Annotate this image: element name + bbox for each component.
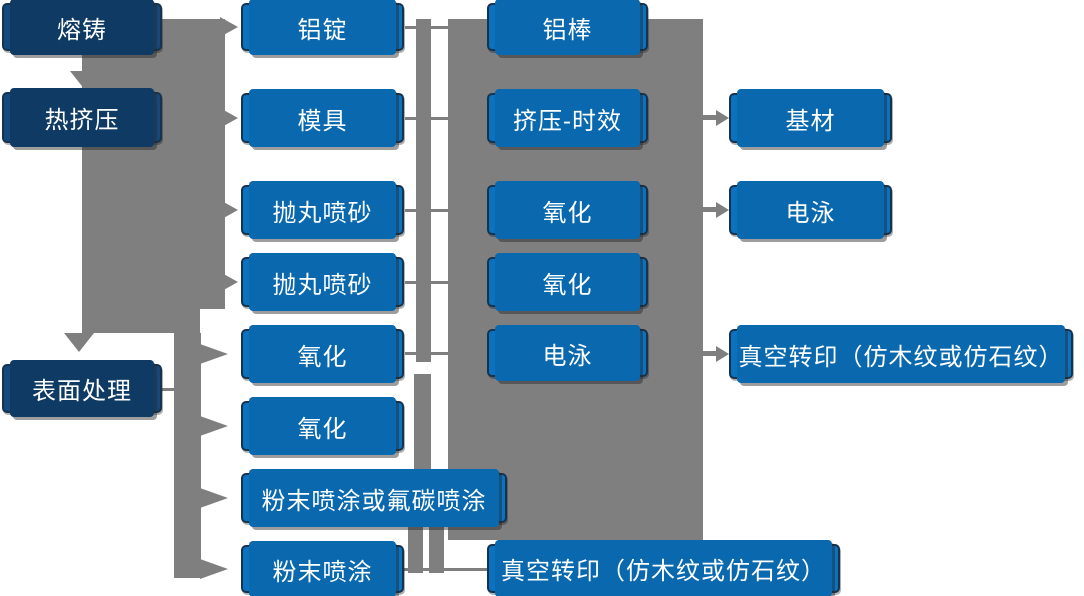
- tie-row-vacuum-transfer: [404, 568, 488, 571]
- connector-arrow-down-surface-treatment: [64, 333, 94, 352]
- connector-shaft-base-material: [703, 115, 719, 120]
- connector-left-band-lower: [82, 309, 200, 333]
- connector-left-band: [82, 19, 225, 309]
- connector-mid-bar-bottom-right: [429, 523, 444, 573]
- step-box-extrusion-aging: 挤压-时效: [487, 89, 648, 147]
- step-label: 基材: [785, 107, 836, 135]
- step-label: 铝棒: [542, 16, 593, 44]
- connector-arrow-oxidation-1: [200, 344, 228, 364]
- step-box-aluminum-ingot: 铝锭: [241, 0, 404, 55]
- step-box-oxidation-1: 氧化: [241, 325, 404, 383]
- step-label: 电泳: [542, 342, 593, 370]
- step-box-oxidation-2: 氧化: [241, 397, 404, 455]
- connector-left-trunk: [174, 333, 201, 578]
- stage-box-hot-extrusion: 热挤压: [2, 88, 162, 147]
- connector-mid-bar-upper: [416, 19, 431, 362]
- connector-arrow-powder-coating: [200, 559, 228, 579]
- step-box-mold: 模具: [241, 89, 404, 147]
- tie-row-aluminum: [405, 26, 450, 29]
- tie-row-electrophoresis: [405, 352, 450, 355]
- stage-box-melting-casting: 熔铸: [2, 0, 162, 55]
- step-label: 粉末喷涂: [272, 558, 373, 586]
- step-label: 抛丸喷砂: [272, 199, 373, 227]
- stage-label: 表面处理: [32, 378, 132, 405]
- step-box-oxidation-4: 氧化: [487, 253, 648, 311]
- connector-mid-bar-middle: [414, 374, 431, 473]
- stage-box-surface-treatment: 表面处理: [2, 360, 162, 417]
- step-label: 铝锭: [297, 16, 348, 44]
- step-box-base-material: 基材: [729, 89, 892, 147]
- connector-arrow-oxidation-2: [200, 416, 228, 436]
- step-label: 模具: [297, 107, 348, 135]
- step-box-powder-or-fluorocarbon-coating: 粉末喷涂或氟碳喷涂: [241, 469, 507, 527]
- connector-arrow-mold: [220, 108, 238, 128]
- step-box-aluminum-rod: 铝棒: [487, 0, 648, 55]
- step-label: 氧化: [542, 199, 593, 227]
- step-box-shot-blast-sandblast-2: 抛丸喷砂: [241, 253, 404, 311]
- step-label: 抛丸喷砂: [272, 271, 373, 299]
- stage-label: 热挤压: [44, 107, 120, 134]
- step-label: 真空转印（仿木纹或仿石纹）: [501, 558, 826, 585]
- connector-mid-bar-bottom-left: [408, 523, 423, 573]
- connector-shaft-electrophoresis: [703, 207, 719, 212]
- step-box-electrophoresis-1: 电泳: [487, 325, 648, 381]
- step-label: 挤压-时效: [513, 107, 622, 135]
- tie-row-oxidation-a: [405, 209, 450, 212]
- connector-arrow-down-hot-extrusion: [70, 71, 100, 90]
- step-box-shot-blast-sandblast-1: 抛丸喷砂: [241, 181, 404, 239]
- step-label: 粉末喷涂或氟碳喷涂: [261, 487, 487, 515]
- step-label: 氧化: [297, 415, 348, 443]
- connector-arrow-powder-fluorocarbon: [200, 488, 228, 508]
- step-label: 真空转印（仿木纹或仿石纹）: [738, 343, 1064, 371]
- connector-arrow-shot-blast-2: [220, 272, 238, 292]
- connector-arrow-vacuum-transfer: [716, 346, 729, 362]
- connector-arrow-shot-blast-1: [220, 200, 238, 220]
- step-label: 电泳: [785, 199, 836, 227]
- step-box-vacuum-transfer-print-1: 真空转印（仿木纹或仿石纹）: [487, 540, 840, 596]
- tie-row-oxidation-b: [405, 281, 450, 284]
- step-label: 氧化: [542, 271, 593, 299]
- step-box-powder-coating: 粉末喷涂: [241, 541, 404, 596]
- step-box-electrophoresis-2: 电泳: [729, 181, 892, 239]
- connector-arrow-electrophoresis: [716, 202, 729, 218]
- connector-shaft-vacuum-transfer: [703, 351, 719, 356]
- step-label: 氧化: [297, 343, 348, 371]
- connector-surface-treatment-tie: [162, 388, 177, 391]
- tie-row-mold: [405, 117, 450, 120]
- step-box-vacuum-transfer-print-2: 真空转印（仿木纹或仿石纹）: [729, 325, 1073, 383]
- stage-label: 熔铸: [57, 16, 107, 44]
- step-box-oxidation-3: 氧化: [487, 181, 648, 239]
- connector-arrow-base-material: [716, 110, 729, 126]
- connector-arrow-aluminum-ingot: [220, 17, 238, 37]
